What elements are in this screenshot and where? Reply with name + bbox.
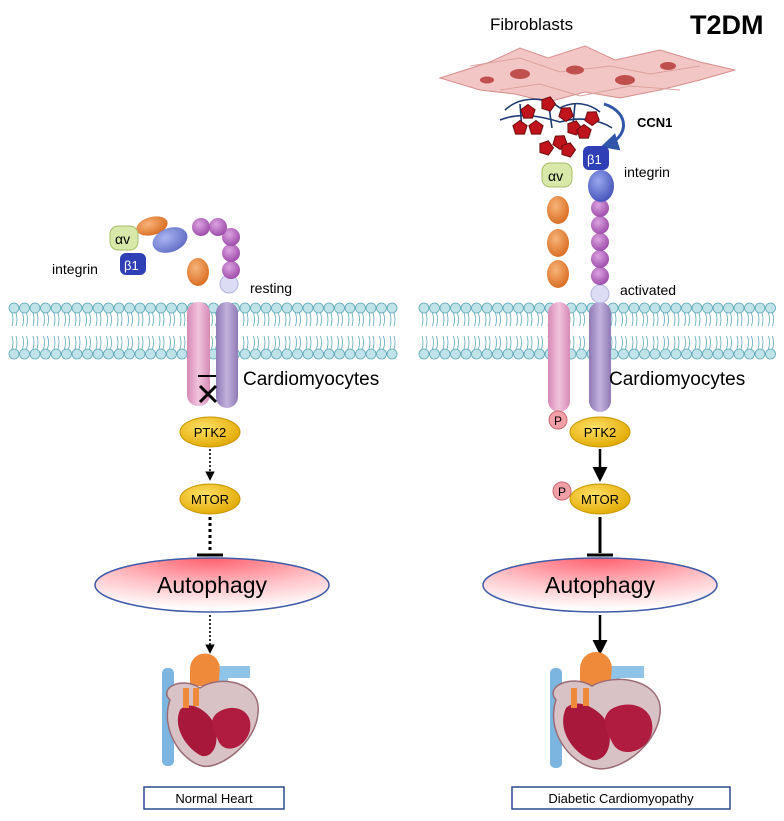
alpha-v-label-left: αv <box>115 231 130 247</box>
ccn1-pentagon <box>539 140 555 156</box>
ccn1-pentagon <box>528 119 544 135</box>
caption-box-left <box>143 786 285 810</box>
ptk2-node-left <box>179 416 241 448</box>
phospho-badge-mtor <box>552 481 572 501</box>
corner-title: T2DM <box>690 10 764 40</box>
diabetic-heart-illustration <box>550 652 661 770</box>
alpha-v-head-left <box>109 225 139 251</box>
beta-tail-left <box>216 302 238 408</box>
beta1-head-left <box>120 253 146 275</box>
ccn1-pentagon <box>520 103 536 119</box>
ccn1-pentagon <box>558 107 574 123</box>
alpha-v-head-right <box>541 162 573 188</box>
integrin-label-left: integrin <box>52 261 98 277</box>
fibroblasts-illustration <box>438 45 736 103</box>
alpha-tail-right <box>548 302 570 412</box>
ccn1-pentagon <box>541 96 557 112</box>
state-label-right: activated <box>620 282 676 298</box>
ccn1-label: CCN1 <box>637 115 672 130</box>
normal-heart-illustration <box>162 653 259 768</box>
beta1-label-left: β1 <box>124 258 139 273</box>
phospho-label-mtor: P <box>558 485 566 499</box>
phospho-badge-ptk2 <box>548 410 568 430</box>
state-label-left: resting <box>250 280 292 296</box>
heart-caption-left: Normal Heart <box>175 791 253 806</box>
autophagy-node-left <box>94 557 330 613</box>
beta-tail-right <box>589 302 611 412</box>
ccn1-pentagon <box>576 123 592 139</box>
mtor-node-right <box>569 483 631 515</box>
alpha-v-label-right: αv <box>548 168 563 184</box>
ccn1-pentagon <box>512 119 528 135</box>
autophagy-label-left: Autophagy <box>157 572 267 598</box>
mtor-label-left: MTOR <box>191 492 229 507</box>
ccn1-ligands <box>512 96 600 158</box>
alpha-tail-left <box>187 302 210 406</box>
ccn1-binding-arrow <box>600 102 625 151</box>
ccn1-pentagon <box>561 142 577 158</box>
integrin-activated <box>541 146 614 412</box>
autophagy-label-right: Autophagy <box>545 572 655 598</box>
mtor-label-right: MTOR <box>581 492 619 507</box>
integrin-label-right: integrin <box>624 164 670 180</box>
autophagy-node-right <box>482 557 718 613</box>
ccn1-pentagon <box>584 111 600 127</box>
beta1-label-right: β1 <box>587 152 602 167</box>
mtor-node-left <box>179 483 241 515</box>
blocked-phosphorylation-mark <box>198 375 218 404</box>
beta1-head-right <box>583 146 609 170</box>
fibroblasts-label: Fibroblasts <box>490 15 573 34</box>
cell-label-right: Cardiomyocytes <box>609 369 745 390</box>
heart-caption-right: Diabetic Cardiomyopathy <box>548 791 694 806</box>
ptk2-node-right <box>569 416 631 448</box>
cell-label-left: Cardiomyocytes <box>243 369 379 390</box>
caption-box-right <box>511 786 731 810</box>
ptk2-label-left: PTK2 <box>194 425 227 440</box>
integrin-resting <box>109 216 240 408</box>
ptk2-label-right: PTK2 <box>584 425 617 440</box>
phospho-label-ptk2: P <box>554 414 562 428</box>
